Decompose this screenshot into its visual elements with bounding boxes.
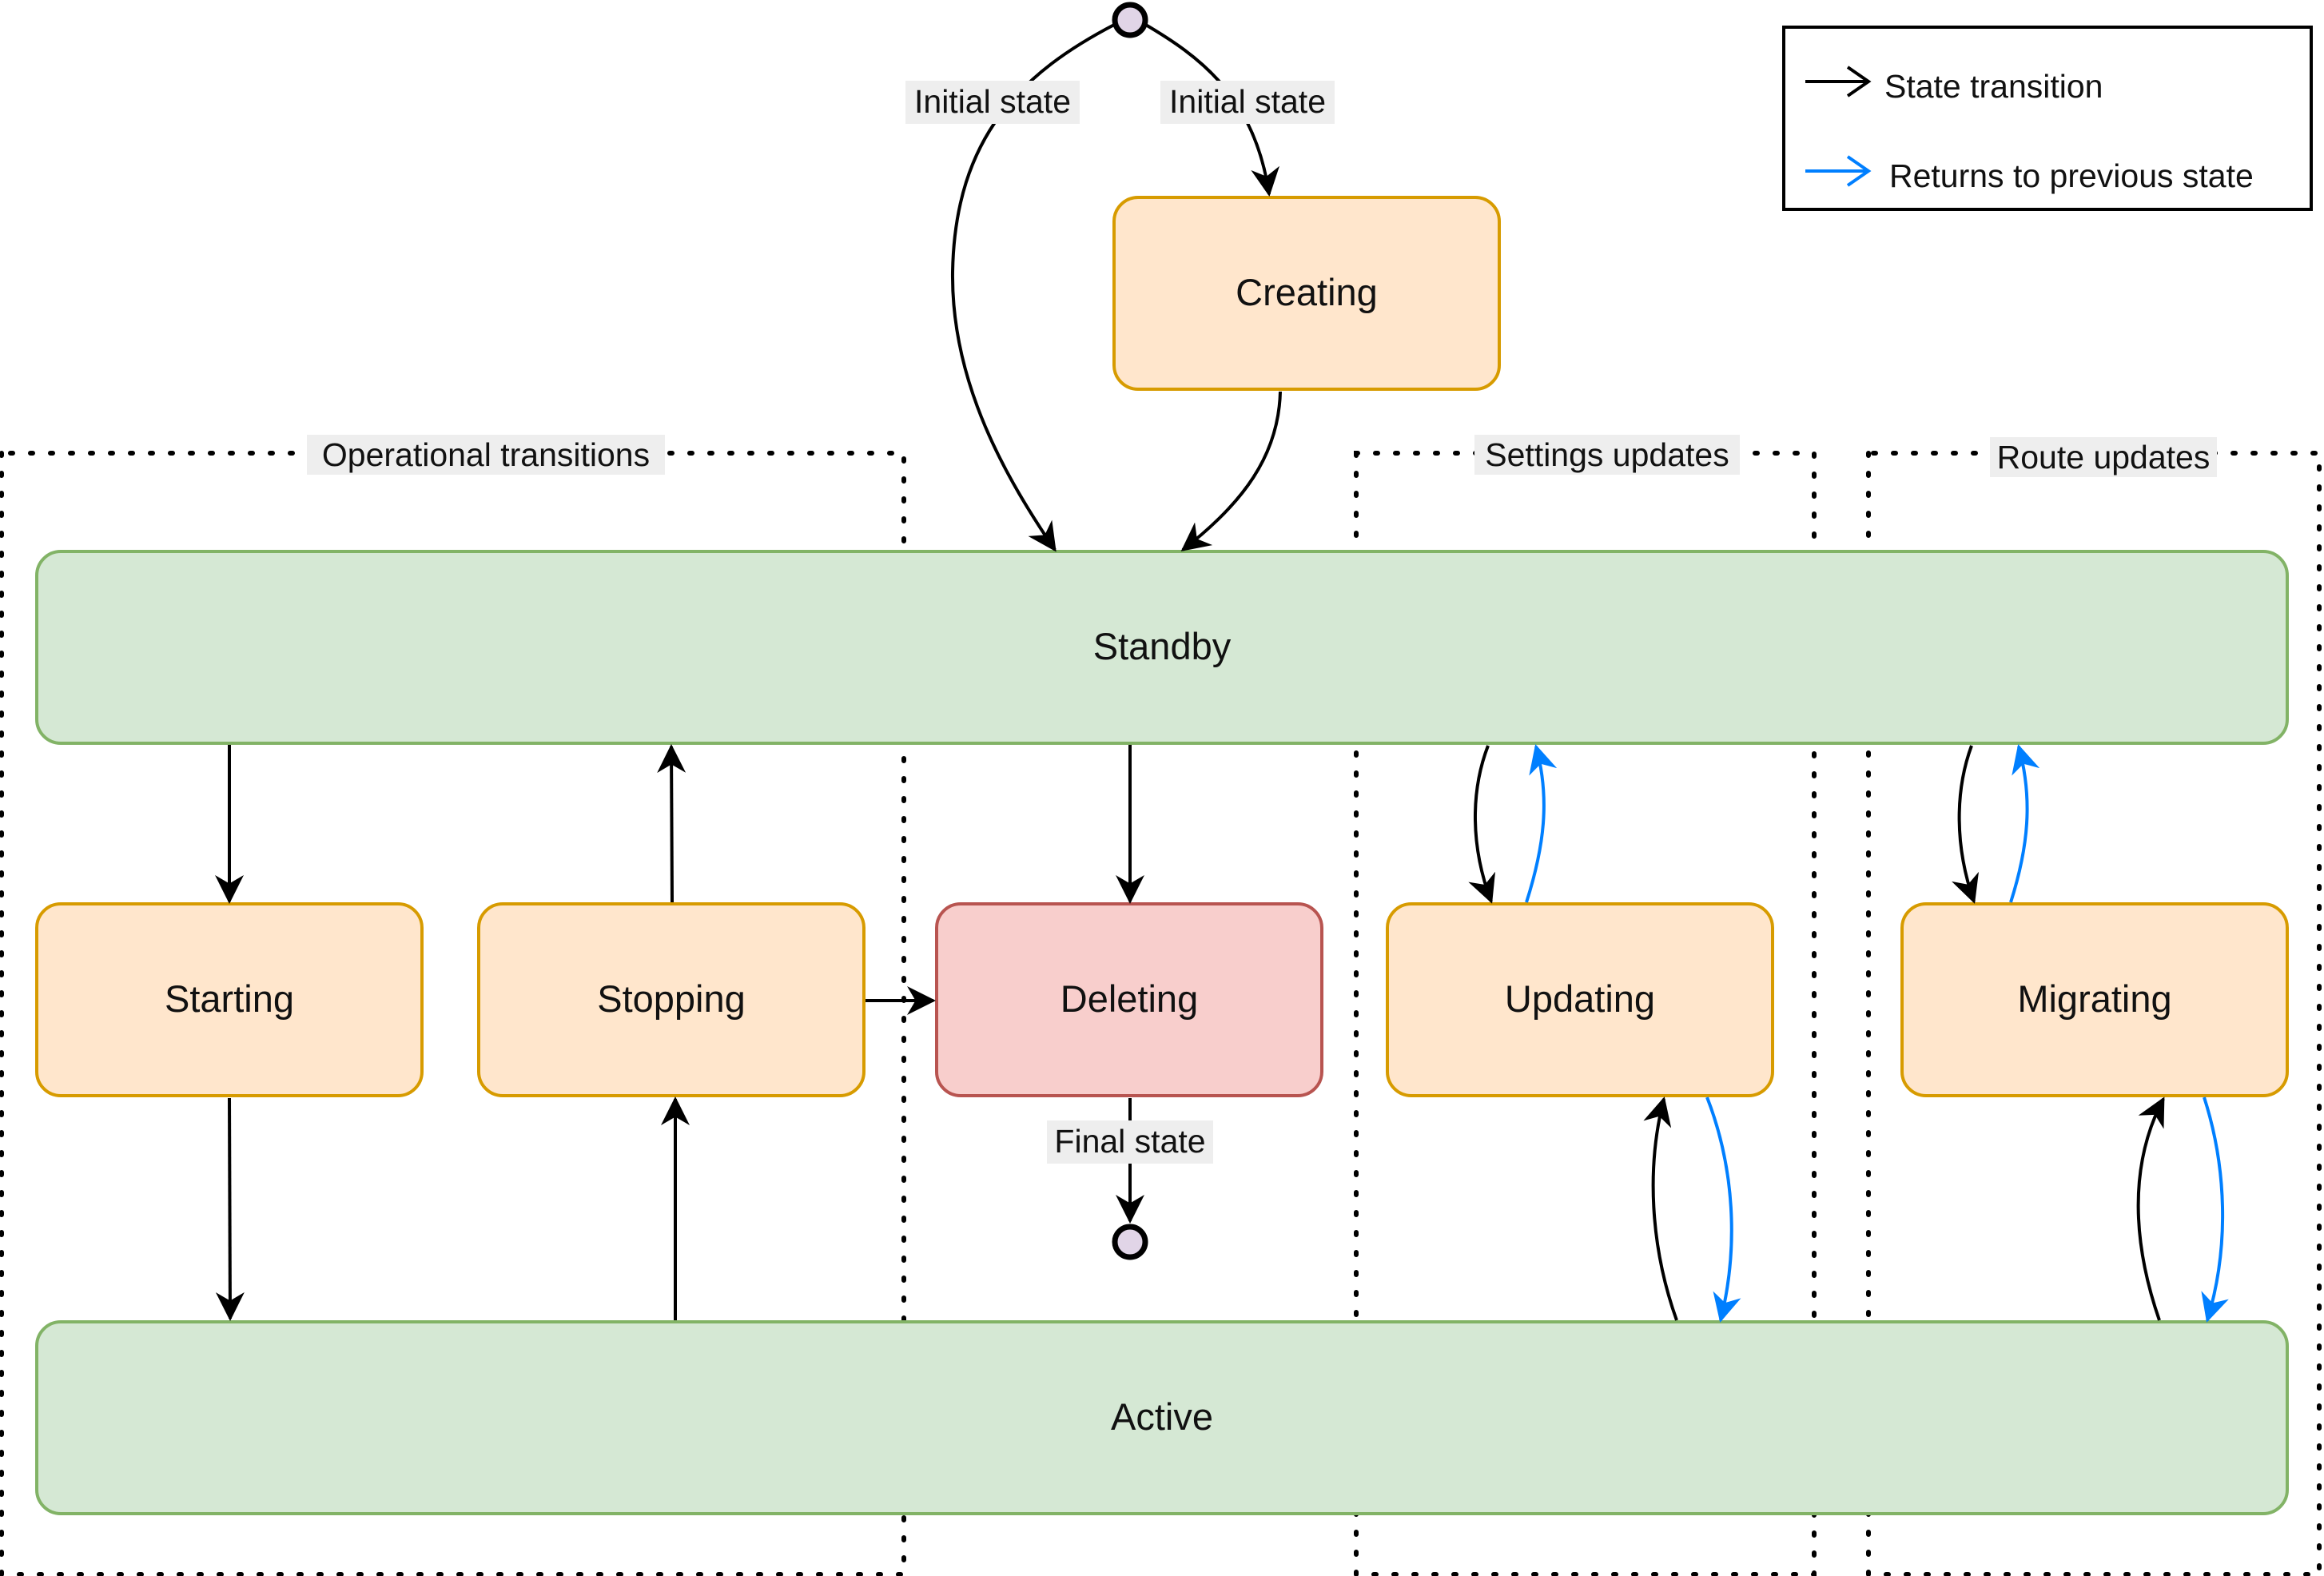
edge-updating-return-standby bbox=[1525, 744, 1558, 903]
state-stopping-label: Stopping bbox=[597, 977, 746, 1020]
edge-migrating-return-active bbox=[2201, 1096, 2229, 1323]
state-deleting-label: Deleting bbox=[1061, 977, 1198, 1020]
edge-migrating-return-standby bbox=[2009, 744, 2040, 903]
state-updating-label: Updating bbox=[1505, 977, 1655, 1020]
edge-starting-to-active bbox=[215, 1097, 245, 1321]
group-label-bg-route bbox=[1990, 437, 2217, 477]
edge-label-bg-initial-right bbox=[1160, 81, 1335, 124]
state-standby[interactable]: Standby bbox=[35, 550, 2289, 745]
legend-blue-arrow-head-icon bbox=[1846, 155, 1872, 187]
edge-standby-to-updating bbox=[1468, 745, 1496, 904]
group-label-route: Route updates bbox=[1997, 439, 2211, 476]
state-creating-label: Creating bbox=[1236, 271, 1378, 313]
state-starting[interactable]: Starting bbox=[35, 902, 424, 1097]
legend-state-transition: State transition bbox=[1884, 68, 2103, 105]
state-active-label: Active bbox=[1111, 1395, 1213, 1438]
state-updating[interactable]: Updating bbox=[1386, 902, 1774, 1097]
edge-label-initial-left: Initial state bbox=[914, 83, 1071, 120]
legend-returns-previous: Returns to previous state bbox=[1889, 157, 2254, 194]
group-label-operational: Operational transitions bbox=[322, 436, 650, 473]
state-creating[interactable]: Creating bbox=[1112, 196, 1501, 391]
initial-state-node bbox=[1112, 2, 1148, 38]
legend-black-arrow-head-icon bbox=[1846, 66, 1872, 98]
state-deleting[interactable]: Deleting bbox=[935, 902, 1323, 1097]
edge-creating-to-standby bbox=[1180, 391, 1282, 551]
edge-label-final: Final state bbox=[1054, 1123, 1205, 1160]
edge-standby-to-migrating bbox=[1952, 745, 1980, 904]
state-migrating[interactable]: Migrating bbox=[1900, 902, 2289, 1097]
state-stopping[interactable]: Stopping bbox=[477, 902, 866, 1097]
state-standby-label: Standby bbox=[1093, 625, 1232, 667]
legend: State transition Returns to previous sta… bbox=[1782, 26, 2313, 211]
edge-label-bg-final bbox=[1047, 1120, 1213, 1164]
group-label-bg-operational bbox=[307, 435, 665, 475]
edge-label-initial-right: Initial state bbox=[1169, 83, 1326, 120]
final-state-node bbox=[1112, 1224, 1148, 1260]
edge-updating-return-active bbox=[1705, 1096, 1741, 1323]
edge-label-bg-initial-left bbox=[905, 81, 1080, 124]
group-settings-updates bbox=[1354, 451, 1817, 1576]
state-active[interactable]: Active bbox=[35, 1320, 2289, 1515]
edge-initial-to-standby bbox=[950, 22, 1116, 552]
edge-active-to-migrating bbox=[2136, 1096, 2165, 1321]
group-label-bg-settings bbox=[1474, 435, 1740, 475]
edge-active-to-updating bbox=[1643, 1096, 1678, 1321]
edge-stopping-to-standby bbox=[657, 744, 686, 903]
state-starting-label: Starting bbox=[165, 977, 294, 1020]
group-label-settings: Settings updates bbox=[1485, 436, 1729, 473]
state-migrating-label: Migrating bbox=[2017, 977, 2171, 1020]
